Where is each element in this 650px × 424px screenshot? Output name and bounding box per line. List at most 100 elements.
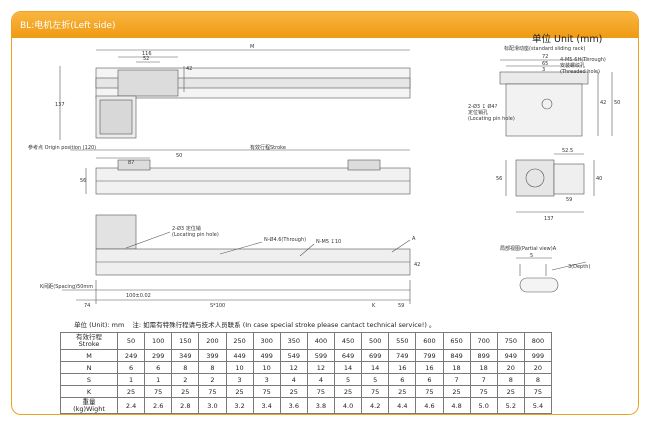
label-dim-56: 56 (80, 178, 86, 184)
unit-label: 单位 (Unit): mm (74, 321, 125, 329)
label-thread-holes-en: (Threaded hole) (560, 69, 600, 75)
row-s-cell: 7 (469, 373, 498, 386)
stroke-col: 50 (116, 332, 146, 350)
row-weight-cell: 4.6 (415, 397, 444, 414)
label-pin-holes2-en: (Locating pin hole) (468, 116, 515, 122)
row-k-cell: 25 (388, 385, 417, 398)
row-weight-cell: 5.2 (496, 397, 525, 414)
row-k-cell: 75 (144, 385, 173, 398)
stroke-col: 600 (415, 332, 444, 350)
row-weight-cell: 5.4 (523, 397, 553, 414)
stroke-col: 500 (361, 332, 390, 350)
label-dim-50: 50 (176, 153, 182, 159)
stroke-col: 550 (388, 332, 417, 350)
row-m-cell: 249 (116, 349, 146, 362)
row-s-cell: 5 (333, 373, 363, 386)
row-k-cell: 75 (306, 385, 336, 398)
end-view (499, 59, 613, 137)
row-m-cell: 949 (496, 349, 525, 362)
row-s-cell: 8 (496, 373, 525, 386)
row-k-cell: 25 (171, 385, 200, 398)
row-weight-cell: 3.6 (279, 397, 308, 414)
label-dim-59: 59 (398, 303, 404, 309)
row-m-cell: 549 (279, 349, 308, 362)
side-view (70, 149, 411, 195)
row-k-cell: 75 (252, 385, 281, 398)
row-m-cell: 649 (333, 349, 363, 362)
row-s-cell: 1 (116, 373, 146, 386)
row-weight-cell: 3.8 (306, 397, 336, 414)
label-dim-59b: 59 (566, 197, 572, 203)
row-weight-cell: 3.2 (225, 397, 254, 414)
row-s-cell: 6 (415, 373, 444, 386)
row-n-cell: 18 (469, 361, 498, 374)
row-weight-label: 重量(kg)Wight (60, 397, 118, 414)
row-m-cell: 849 (442, 349, 471, 362)
row-n-label: N (60, 361, 118, 374)
label-pin-holes-en: (Locating pin hole) (172, 232, 219, 238)
row-k-cell: 25 (116, 385, 146, 398)
label-dim-depth: 3(Depth) (568, 264, 590, 270)
label-dim-137: 137 (55, 102, 65, 108)
stroke-col: 650 (442, 332, 471, 350)
row-m-cell: 999 (523, 349, 553, 362)
row-m-cell: 299 (144, 349, 173, 362)
label-dim-k: K (372, 303, 376, 309)
label-pin-holes2: 2-Ø3 ↧ Ø4? (468, 103, 498, 110)
row-s-cell: 2 (171, 373, 200, 386)
stroke-col: 300 (252, 332, 281, 350)
row-n-cell: 10 (225, 361, 254, 374)
stroke-col: 350 (279, 332, 308, 350)
row-n-cell: 14 (333, 361, 363, 374)
row-s-cell: 4 (306, 373, 336, 386)
label-k-spacing: K间距(Spacing)50mm (40, 283, 93, 290)
stroke-col: 400 (306, 332, 336, 350)
label-dim-74: 74 (84, 303, 90, 309)
row-k-cell: 25 (442, 385, 471, 398)
row-k-label: K (60, 385, 118, 398)
label-n-through: N-Ø4.6(Through) (264, 236, 306, 243)
label-stroke: 有效行程Stroke (250, 144, 286, 151)
table-note: 单位 (Unit): mm 注: 如需有特殊行程请与技术人员联系 (In cas… (74, 319, 441, 329)
row-n-cell: 8 (171, 361, 200, 374)
label-dim-525: 52.5 (562, 148, 573, 154)
row-m-cell: 749 (388, 349, 417, 362)
label-thread-holes: 4-M5-6H(Through) (560, 57, 606, 63)
label-dim-40: 40 (596, 176, 602, 182)
label-dim-42b: 42 (414, 262, 420, 268)
row-n-cell: 6 (116, 361, 146, 374)
label-marker-a: A (412, 236, 416, 242)
row-weight-cell: 5.0 (469, 397, 498, 414)
row-s-cell: 5 (361, 373, 390, 386)
stroke-col: 700 (469, 332, 498, 350)
row-s-cell: 7 (442, 373, 471, 386)
row-weight-cell: 4.2 (361, 397, 390, 414)
row-weight-cell: 3.4 (252, 397, 281, 414)
row-s-cell: 8 (523, 373, 553, 386)
row-m-cell: 499 (252, 349, 281, 362)
row-m-cell: 349 (171, 349, 200, 362)
row-s-cell: 1 (144, 373, 173, 386)
label-dim-72: 72 (542, 54, 548, 60)
title-bar: BL:电机左折(Left side) (12, 12, 638, 38)
row-n-cell: 6 (144, 361, 173, 374)
row-n-cell: 12 (306, 361, 336, 374)
row-n-cell: 14 (361, 361, 390, 374)
label-dim-42: 42 (186, 66, 192, 72)
row-k-cell: 75 (523, 385, 553, 398)
row-n-cell: 8 (198, 361, 227, 374)
row-weight-cell: 2.4 (116, 397, 146, 414)
row-s-label: S (60, 373, 118, 386)
row-n-cell: 16 (415, 361, 444, 374)
row-s-cell: 3 (225, 373, 254, 386)
